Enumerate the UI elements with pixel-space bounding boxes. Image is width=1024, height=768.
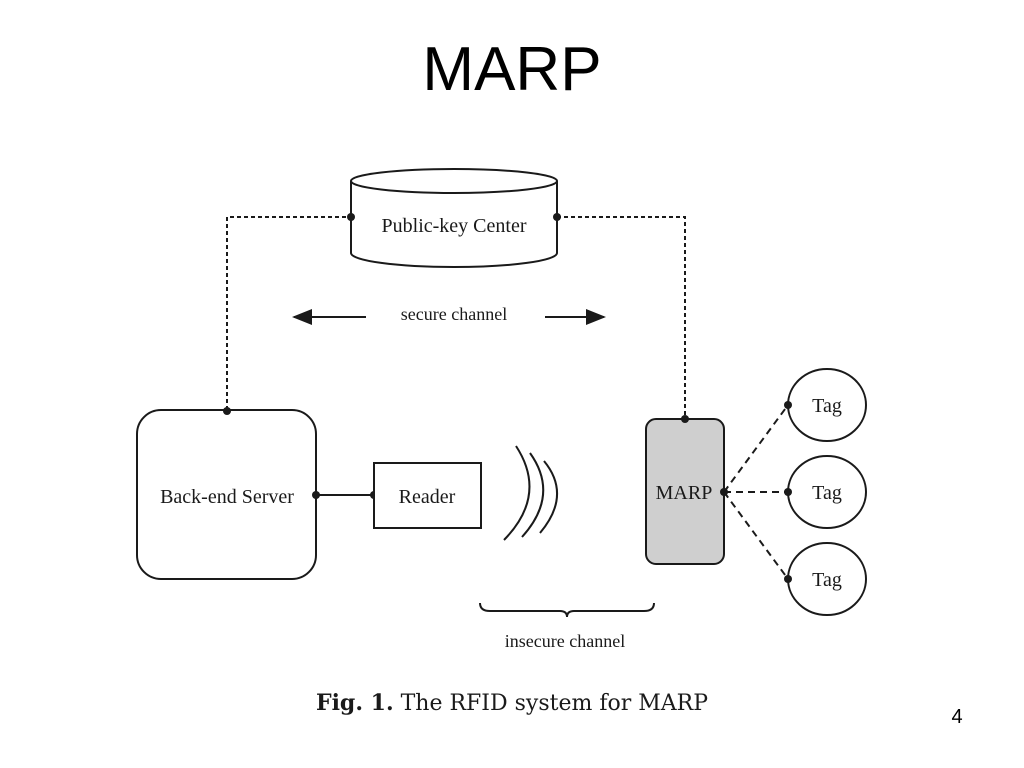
backend-to-pkc-secure-link (226, 216, 351, 410)
pkc-to-marp-secure-link (557, 216, 686, 419)
pkc-right-connector-dot (553, 213, 561, 221)
tag-3-dot (784, 575, 792, 583)
tag-1-dot (784, 401, 792, 409)
backend-server-label: Back-end Server (160, 486, 294, 508)
figure-caption-label: Fig. 1. (315, 690, 394, 716)
insecure-channel-label: insecure channel (505, 631, 625, 651)
backend-server-top-dot (223, 407, 231, 415)
page-number: 4 (951, 706, 963, 728)
tag-node-2: Tag (787, 455, 867, 529)
marp-node: MARP (645, 418, 725, 565)
reader-label: Reader (399, 486, 456, 508)
tag-node-3: Tag (787, 542, 867, 616)
reader-node: Reader (373, 462, 482, 529)
secure-channel-label: secure channel (401, 304, 507, 324)
figure-caption: Fig. 1. The RFID system for MARP (0, 690, 1024, 716)
marp-to-tag-3-link (723, 491, 789, 580)
tag-node-1: Tag (787, 368, 867, 442)
marp-to-tag-1-link (723, 404, 789, 493)
tag-2-dot (784, 488, 792, 496)
pkc-left-connector-dot (347, 213, 355, 221)
backend-server-right-dot (312, 491, 320, 499)
tag-2-label: Tag (812, 482, 842, 504)
slide-title: MARP (422, 35, 602, 104)
tag-1-label: Tag (812, 395, 842, 417)
marp-top-dot (681, 415, 689, 423)
radio-wave-icon (503, 445, 558, 541)
backend-server-node: Back-end Server (136, 409, 317, 580)
insecure-channel-brace (479, 602, 655, 618)
public-key-center-node: Public-key Center (350, 168, 558, 268)
public-key-center-label: Public-key Center (382, 215, 527, 237)
tag-3-label: Tag (812, 569, 842, 591)
figure-caption-text: The RFID system for MARP (400, 691, 709, 716)
marp-label: MARP (656, 482, 713, 504)
